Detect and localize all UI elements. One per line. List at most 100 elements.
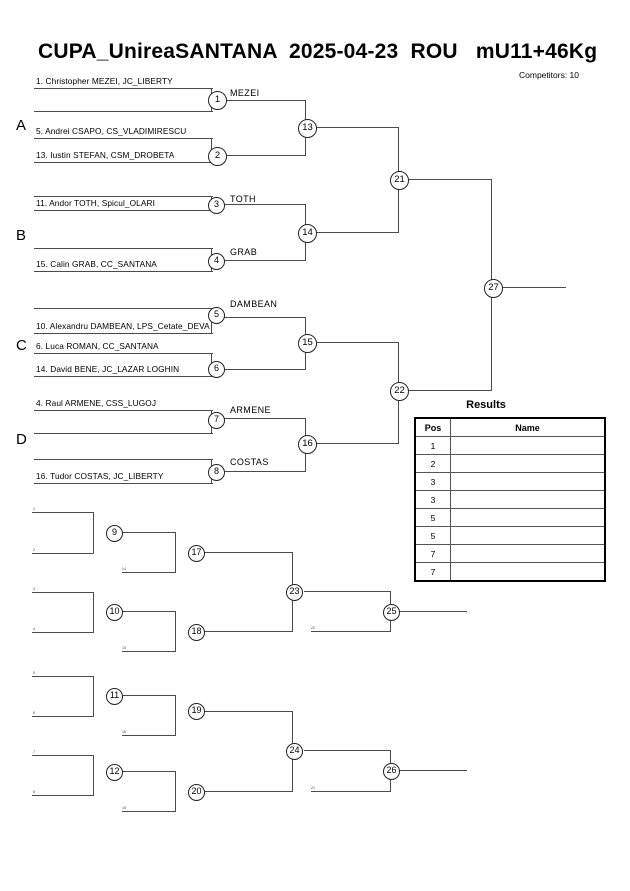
- match-node[interactable]: 2: [208, 147, 227, 166]
- match-node[interactable]: 12: [106, 764, 123, 781]
- bracket-line: [314, 127, 399, 129]
- bracket-line: [314, 443, 399, 445]
- bracket-line: [221, 100, 306, 102]
- result-pos: 3: [414, 472, 451, 491]
- winner-label: COSTAS: [230, 457, 269, 467]
- winner-label: GRAB: [230, 247, 258, 257]
- bronze-winner-line: [399, 770, 467, 772]
- repechage-line: [304, 750, 391, 752]
- slot-line: [34, 138, 213, 140]
- match-node[interactable]: 24: [286, 743, 303, 760]
- bracket-line: [221, 369, 306, 371]
- result-name[interactable]: [450, 544, 606, 563]
- match-node[interactable]: 1: [208, 91, 227, 110]
- result-name[interactable]: [450, 472, 606, 491]
- result-pos: 2: [414, 454, 451, 473]
- feed-label: 6: [33, 711, 35, 715]
- repechage-line: [175, 695, 177, 736]
- table-row: 5: [414, 508, 606, 527]
- entrant-label: 1. Christopher MEZEI, JC_LIBERTY: [36, 76, 173, 86]
- result-name[interactable]: [450, 526, 606, 545]
- feed-label: 22: [311, 626, 315, 630]
- repechage-line: [114, 771, 176, 773]
- match-node[interactable]: 20: [188, 784, 205, 801]
- slot-line: [34, 459, 213, 461]
- match-node[interactable]: 3: [208, 197, 225, 214]
- result-name[interactable]: [450, 562, 606, 582]
- feed-label: 16: [122, 730, 126, 734]
- repechage-line: [93, 676, 95, 717]
- feed-label: 4: [33, 627, 35, 631]
- results-header-row: Pos Name: [414, 417, 606, 437]
- match-node[interactable]: 8: [208, 464, 225, 481]
- bracket-line: [407, 390, 492, 392]
- slot-line: [34, 196, 213, 198]
- match-node[interactable]: 4: [208, 253, 225, 270]
- result-pos: 7: [414, 562, 451, 582]
- entrant-label: 15. Calin GRAB, CC_SANTANA: [36, 259, 157, 269]
- match-node[interactable]: 21: [390, 171, 409, 190]
- results-title: Results: [466, 399, 506, 411]
- repechage-line: [32, 716, 94, 718]
- repechage-line: [175, 532, 177, 573]
- page-title: CUPA_UnireaSANTANA 2025-04-23 ROU mU11+4…: [38, 40, 598, 63]
- feed-label: 3: [33, 587, 35, 591]
- repechage-line: [32, 512, 94, 514]
- group-label-b: B: [16, 227, 27, 244]
- repechage-line: [122, 735, 176, 737]
- repechage-line: [114, 611, 176, 613]
- match-node[interactable]: 13: [298, 119, 317, 138]
- result-name[interactable]: [450, 490, 606, 509]
- repechage-line: [32, 755, 94, 757]
- slot-line: [34, 88, 213, 90]
- table-row: 3: [414, 472, 606, 491]
- repechage-line: [32, 592, 94, 594]
- match-node[interactable]: 19: [188, 703, 205, 720]
- match-node[interactable]: 22: [390, 382, 409, 401]
- feed-label: 14: [122, 567, 126, 571]
- table-row: 7: [414, 544, 606, 563]
- match-node[interactable]: 10: [106, 604, 123, 621]
- repechage-line: [122, 572, 176, 574]
- match-node[interactable]: 16: [298, 435, 317, 454]
- result-name[interactable]: [450, 454, 606, 473]
- match-node[interactable]: 25: [383, 604, 400, 621]
- match-node[interactable]: 27: [484, 279, 503, 298]
- match-node[interactable]: 5: [208, 307, 225, 324]
- repechage-line: [175, 611, 177, 652]
- slot-line: [34, 333, 213, 335]
- match-node[interactable]: 9: [106, 525, 123, 542]
- feed-label: 8: [33, 790, 35, 794]
- result-pos: 5: [414, 508, 451, 527]
- entrant-label: 5. Andrei CSAPO, CS_VLADIMIRESCU: [36, 126, 187, 136]
- repechage-line: [196, 552, 293, 554]
- feed-label: 13: [122, 646, 126, 650]
- bracket-line: [314, 232, 399, 234]
- result-name[interactable]: [450, 508, 606, 527]
- results-col-name: Name: [450, 417, 606, 437]
- match-node[interactable]: 23: [286, 584, 303, 601]
- repechage-line: [32, 795, 94, 797]
- match-node[interactable]: 7: [208, 412, 225, 429]
- result-name[interactable]: [450, 436, 606, 455]
- competitors-count: Competitors: 10: [519, 70, 579, 80]
- match-node[interactable]: 14: [298, 224, 317, 243]
- match-node[interactable]: 17: [188, 545, 205, 562]
- match-node[interactable]: 26: [383, 763, 400, 780]
- match-node[interactable]: 6: [208, 361, 225, 378]
- match-node[interactable]: 15: [298, 334, 317, 353]
- slot-line: [34, 376, 213, 378]
- results-col-pos: Pos: [414, 417, 451, 437]
- table-row: 1: [414, 436, 606, 455]
- slot-line: [34, 410, 213, 412]
- repechage-line: [175, 771, 177, 812]
- repechage-line: [114, 532, 176, 534]
- repechage-line: [32, 676, 94, 678]
- result-pos: 5: [414, 526, 451, 545]
- match-node[interactable]: 11: [106, 688, 123, 705]
- feed-label: 2: [33, 548, 35, 552]
- bracket-line: [221, 260, 306, 262]
- repechage-line: [311, 631, 391, 633]
- match-node[interactable]: 18: [188, 624, 205, 641]
